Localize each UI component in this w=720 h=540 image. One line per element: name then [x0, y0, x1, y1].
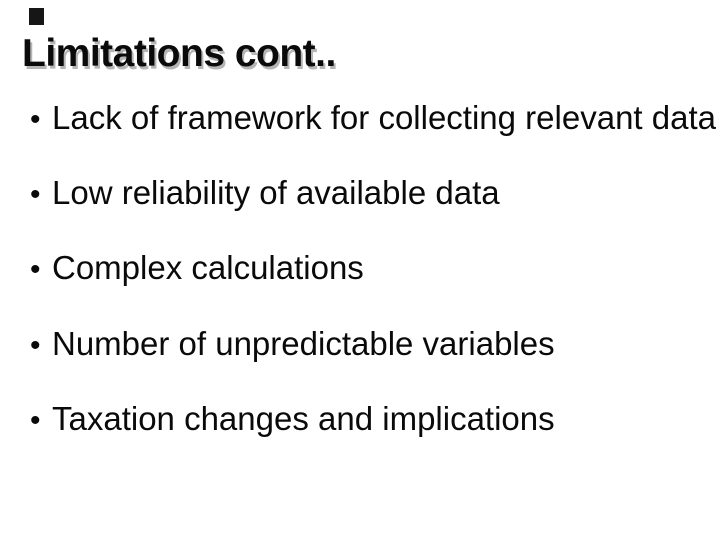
bullet-icon: • — [30, 178, 41, 211]
list-item: • Number of unpredictable variables — [30, 327, 555, 361]
list-item: • Lack of framework for collecting relev… — [30, 101, 716, 135]
list-item: • Complex calculations — [30, 251, 364, 285]
bullet-icon: • — [30, 404, 41, 437]
corner-decoration-square — [29, 8, 44, 25]
bullet-icon: • — [30, 329, 41, 362]
slide-title: Limitations cont.. — [22, 32, 336, 75]
list-item: • Taxation changes and implications — [30, 402, 555, 436]
bullet-text: Complex calculations — [52, 249, 364, 286]
bullet-icon: • — [30, 103, 41, 136]
bullet-icon: • — [30, 253, 41, 286]
list-item: • Low reliability of available data — [30, 176, 500, 210]
bullet-text: Taxation changes and implications — [52, 400, 555, 437]
bullet-text: Number of unpredictable variables — [52, 325, 555, 362]
bullet-text: Lack of framework for collecting relevan… — [52, 99, 716, 136]
bullet-text: Low reliability of available data — [52, 174, 500, 211]
